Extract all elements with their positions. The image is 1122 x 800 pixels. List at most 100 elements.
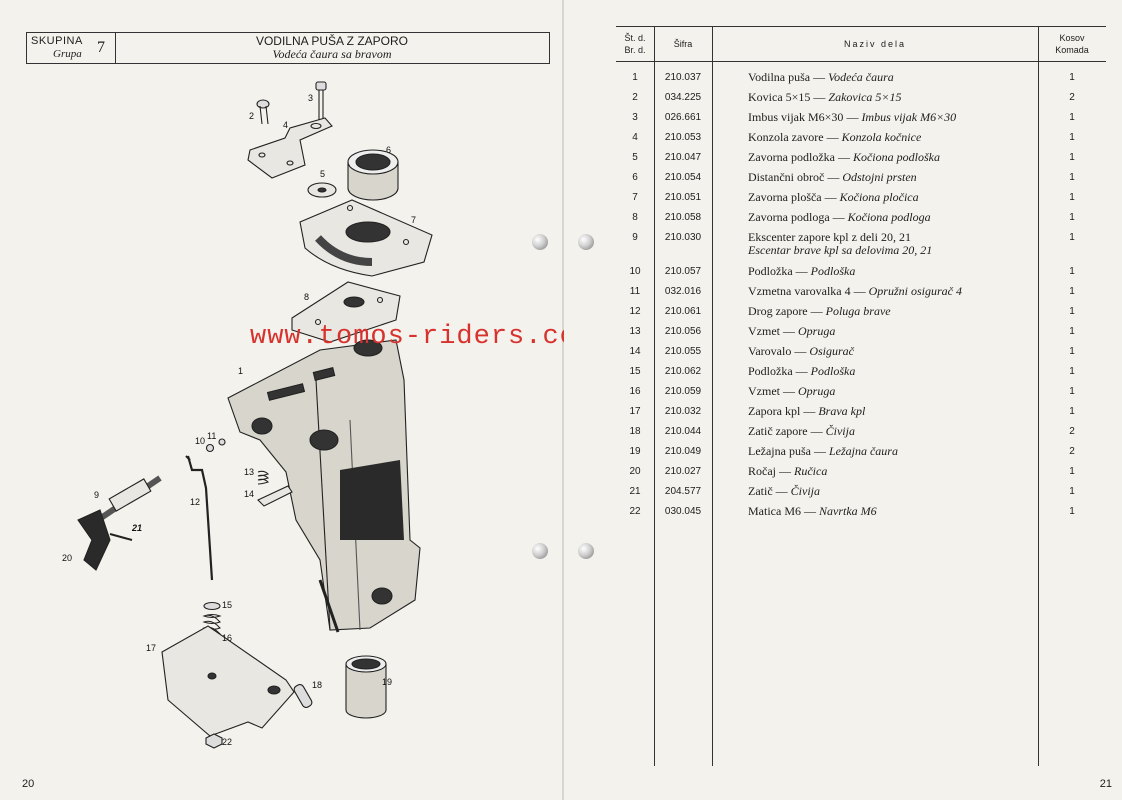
column-divider: [654, 26, 655, 766]
item-number: 21: [629, 486, 641, 497]
part-name-serbocroatian: Podloška: [810, 264, 856, 278]
part-name-serbocroatian: Navrtka M6: [819, 504, 877, 518]
item-number: 2: [632, 92, 638, 103]
part-quantity: 1: [1069, 72, 1075, 83]
pin-part: [293, 684, 313, 708]
part-name: Kovica 5×15 — Zakovica 5×15: [748, 90, 1074, 105]
part-name-slovene: Vzmetna varovalka 4: [748, 284, 851, 298]
item-number: 17: [629, 406, 641, 417]
part-quantity: 1: [1069, 346, 1075, 357]
name-separator: —: [803, 404, 816, 418]
part-name-slovene: Podložka: [748, 364, 793, 378]
part-name-slovene: Vodilna puša: [748, 70, 811, 84]
part-quantity: 1: [1069, 366, 1075, 377]
guide-sleeve-body: [227, 339, 421, 633]
part-name-slovene: Matica M6: [748, 504, 801, 518]
callout-10: 10: [195, 436, 206, 446]
part-quantity: 1: [1069, 152, 1075, 163]
callout-9: 9: [94, 490, 100, 500]
name-separator: —: [804, 504, 816, 518]
name-separator: —: [794, 344, 807, 358]
part-name-slovene: Kovica 5×15: [748, 90, 811, 104]
part-name: Podložka — Podloška: [748, 364, 1074, 379]
watermark-text: www.tomos-riders.com: [250, 322, 595, 352]
part-name-serbocroatian: Brava kpl: [818, 404, 866, 418]
part-name-slovene: Vzmet: [748, 324, 780, 338]
part-name: Ročaj — Ručica: [748, 464, 1074, 479]
item-number: 11: [629, 286, 641, 297]
group-label-serbocroatian: Grupa: [53, 48, 82, 60]
part-quantity: 1: [1069, 306, 1075, 317]
part-name-slovene: Distančni obroč: [748, 170, 825, 184]
punch-hole: [532, 543, 548, 559]
part-name-serbocroatian: Osigurač: [809, 344, 854, 358]
part-code: 210.055: [664, 346, 702, 357]
part-quantity: 1: [1069, 466, 1075, 477]
part-name-slovene: Ekscenter zapore kpl z deli 20, 21: [748, 230, 911, 244]
retainer-part: [257, 485, 293, 507]
name-separator: —: [795, 264, 808, 278]
part-code: 204.577: [664, 486, 702, 497]
part-name: Konzola zavore — Konzola kočnice: [748, 130, 1074, 145]
parts-table: Št. d. Br. d. Šifra Naziv dela Kosov Kom…: [616, 26, 1106, 522]
part-quantity: 1: [1069, 486, 1075, 497]
part-name-slovene: Konzola zavore: [748, 130, 824, 144]
callout-4: 4: [283, 120, 289, 130]
callout-20: 20: [62, 553, 73, 563]
brake-pad-part: [291, 281, 401, 343]
right-page: Št. d. Br. d. Šifra Naziv dela Kosov Kom…: [564, 0, 1122, 800]
part-quantity: 1: [1069, 132, 1075, 143]
part-quantity: 1: [1069, 232, 1075, 243]
rivet-part: [256, 99, 270, 125]
part-name: Vzmet — Opruga: [748, 384, 1074, 399]
callout-5: 5: [320, 169, 326, 179]
part-name-serbocroatian: Kočiona podloška: [852, 150, 940, 164]
table-header: Št. d. Br. d. Šifra Naziv dela Kosov Kom…: [616, 26, 1106, 62]
part-name-slovene: Podložka: [748, 264, 793, 278]
punch-hole: [578, 543, 594, 559]
part-name-serbocroatian: Vodeća čaura: [828, 70, 894, 84]
part-name-slovene: Drog zapore: [748, 304, 808, 318]
item-number: 13: [629, 326, 641, 337]
part-name-slovene: Imbus vijak M6×30: [748, 110, 844, 124]
part-quantity: 1: [1069, 506, 1075, 517]
header-code: Šifra: [673, 39, 693, 49]
part-name-serbocroatian: Zakovica 5×15: [828, 90, 902, 104]
part-code: 034.225: [664, 92, 702, 103]
part-name-serbocroatian: Čivija: [790, 484, 820, 498]
part-name-slovene: Zavorna plošča: [748, 190, 822, 204]
name-separator: —: [783, 384, 795, 398]
part-name-slovene: Zavorna podložka: [748, 150, 835, 164]
callout-8: 8: [304, 292, 310, 302]
part-code: 210.059: [664, 386, 702, 397]
section-header: SKUPINA Grupa 7 VODILNA PUŠA Z ZAPORO Vo…: [26, 32, 550, 64]
part-code: 210.051: [664, 192, 702, 203]
bearing-sleeve-part: [345, 655, 387, 719]
callout-12: 12: [190, 497, 201, 507]
page-number-left: 20: [22, 778, 35, 790]
name-separator: —: [810, 304, 823, 318]
part-name: Vodilna puša — Vodeća čaura: [748, 70, 1074, 85]
header-quantity: Kosov Komada: [1055, 33, 1089, 55]
part-quantity: 1: [1069, 112, 1075, 123]
part-name: Zavorna podloga — Kočiona podloga: [748, 210, 1074, 225]
callout-13: 13: [244, 467, 255, 477]
part-code: 210.061: [664, 306, 702, 317]
part-name-serbocroatian: Opruga: [798, 384, 836, 398]
callout-18: 18: [312, 680, 323, 690]
column-divider: [1038, 26, 1039, 766]
item-number: 3: [632, 112, 638, 123]
part-code: 210.053: [664, 132, 702, 143]
name-separator: —: [813, 90, 826, 104]
